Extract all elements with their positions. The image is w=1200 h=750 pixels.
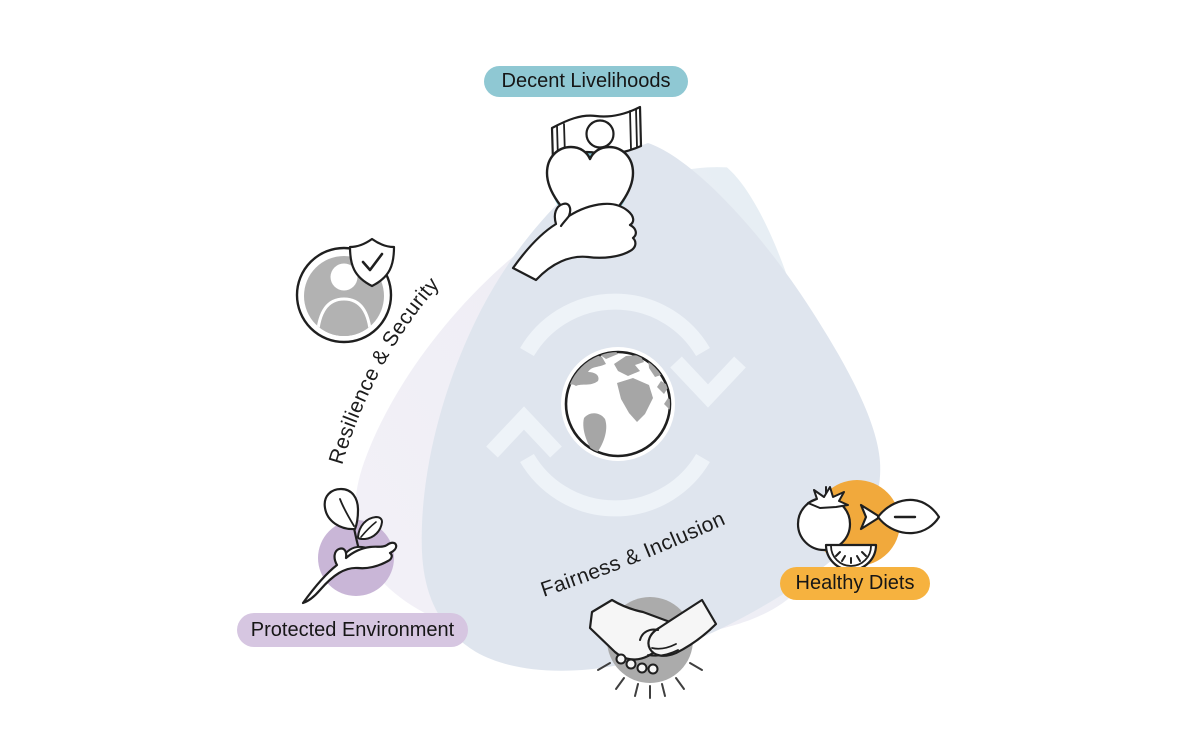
cycle-arrows-watermark: [486, 293, 746, 517]
hand-heart-money-icon: [511, 105, 643, 282]
protected-environment-badge: Protected Environment: [237, 613, 468, 647]
tomato-fish-icon: [796, 480, 941, 572]
hand-seedling-icon: [301, 487, 398, 605]
decent-livelihoods-badge: Decent Livelihoods: [484, 66, 688, 97]
globe-icon: [561, 347, 675, 461]
person-shield-icon: [295, 237, 396, 344]
healthy-diets-badge: Healthy Diets: [780, 567, 930, 600]
handshake-icon: [588, 597, 718, 699]
